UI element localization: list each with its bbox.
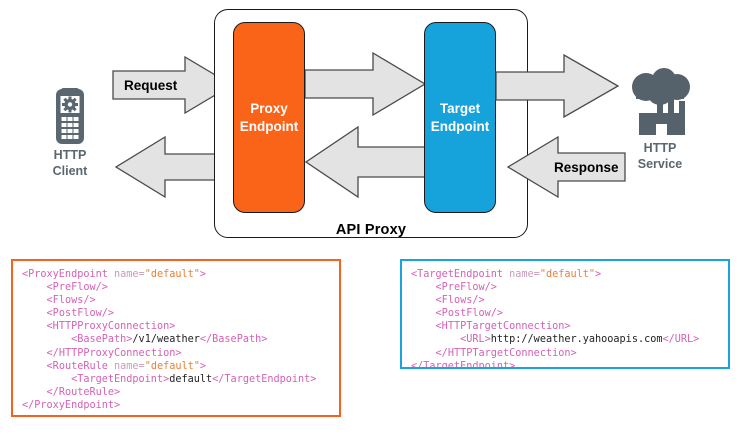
target-endpoint-label: Target Endpoint [430, 101, 490, 134]
api-proxy-label: API Proxy [335, 222, 407, 238]
proxy-endpoint-label: Proxy Endpoint [239, 101, 299, 134]
code-token [22, 321, 47, 332]
code-token: <TargetEndpoint> [71, 373, 170, 385]
http-client-label: HTTP Client [52, 148, 88, 178]
code-token [411, 308, 436, 319]
code-token: http://weather.yahooapis.com [490, 334, 663, 346]
code-token: </ProxyEndpoint> [22, 399, 121, 411]
target-endpoint-config-box: <TargetEndpoint name="default"> <PreFlow… [400, 259, 730, 369]
code-token: "default" [144, 360, 200, 372]
code-line: <TargetEndpoint name="default"> [411, 268, 719, 281]
code-token: <TargetEndpoint [411, 269, 510, 280]
code-token: name= [509, 269, 540, 280]
code-token: "default" [144, 269, 200, 280]
code-token: "default" [539, 269, 596, 280]
code-token: <RouteRule [46, 360, 115, 372]
code-line: </HTTPProxyConnection> [22, 347, 330, 360]
code-token: name= [114, 360, 145, 372]
code-token [411, 282, 436, 293]
code-token [411, 348, 436, 359]
code-line: </TargetEndpoint> [411, 360, 719, 369]
request-arrow-inbound [112, 55, 234, 115]
target-to-service-arrow [495, 53, 620, 119]
code-line: <PreFlow/> [411, 281, 719, 294]
code-token: > [199, 269, 207, 280]
code-token: <HTTPProxyConnection> [46, 321, 176, 333]
proxy-endpoint-box[interactable]: Proxy Endpoint [233, 22, 305, 213]
code-token [411, 295, 436, 306]
code-token: <ProxyEndpoint [22, 269, 115, 280]
code-token [22, 387, 47, 398]
code-line: <Flows/> [411, 294, 719, 307]
proxy-endpoint-config-box: <ProxyEndpoint name="default"> <PreFlow/… [11, 259, 341, 417]
code-token: name= [114, 269, 145, 280]
code-token: </TargetEndpoint> [212, 373, 317, 385]
code-token: </URL> [662, 334, 700, 346]
code-token: > [199, 360, 207, 372]
code-line: <PreFlow/> [22, 281, 330, 294]
code-line: <PostFlow/> [22, 307, 330, 320]
response-arrow-label: Response [554, 160, 619, 175]
code-token [411, 334, 460, 345]
target-to-proxy-arrow [304, 125, 427, 199]
response-arrow-inbound [506, 135, 626, 199]
code-token [22, 282, 47, 293]
code-token: <PostFlow/> [46, 308, 115, 320]
http-service-icon [632, 68, 690, 135]
code-token: </TargetEndpoint> [411, 360, 516, 369]
code-token: <PreFlow/> [46, 282, 108, 294]
code-token: <URL> [460, 334, 491, 346]
code-line: <HTTPProxyConnection> [22, 320, 330, 333]
code-token: </HTTPTargetConnection> [435, 347, 577, 359]
code-token [22, 361, 47, 372]
code-line: <URL>http://weather.yahooapis.com</URL> [411, 333, 719, 346]
code-line: </HTTPTargetConnection> [411, 347, 719, 360]
code-token: > [595, 269, 602, 280]
code-token: /v1/weather [132, 334, 200, 346]
code-line: <BasePath>/v1/weather</BasePath> [22, 333, 330, 346]
code-token: <PostFlow/> [435, 308, 504, 320]
code-line: </ProxyEndpoint> [22, 399, 330, 412]
code-token: </HTTPProxyConnection> [46, 347, 182, 359]
code-token: </RouteRule> [46, 386, 121, 398]
code-token [22, 308, 47, 319]
code-token [411, 321, 436, 332]
code-line: <ProxyEndpoint name="default"> [22, 268, 330, 281]
code-token: <Flows/> [46, 295, 96, 307]
code-token: default [169, 373, 213, 385]
code-line: <TargetEndpoint>default</TargetEndpoint> [22, 373, 330, 386]
code-line: <Flows/> [22, 294, 330, 307]
code-token: </BasePath> [199, 334, 268, 346]
http-service-label: HTTP Service [637, 141, 683, 171]
code-token: <Flows/> [435, 295, 485, 307]
request-arrow-label: Request [124, 78, 178, 93]
code-token [22, 334, 71, 345]
code-token [22, 348, 47, 359]
code-line: <PostFlow/> [411, 307, 719, 320]
target-endpoint-box[interactable]: Target Endpoint [424, 22, 496, 213]
http-client-icon [56, 88, 84, 144]
code-token: <HTTPTargetConnection> [435, 321, 571, 333]
code-token [22, 295, 47, 306]
code-token: <BasePath> [71, 334, 133, 346]
code-token [22, 374, 71, 385]
code-line: <RouteRule name="default"> [22, 360, 330, 373]
code-line: </RouteRule> [22, 386, 330, 399]
proxy-to-target-arrow [304, 51, 427, 117]
code-line: <HTTPTargetConnection> [411, 320, 719, 333]
code-token: <PreFlow/> [435, 282, 497, 294]
